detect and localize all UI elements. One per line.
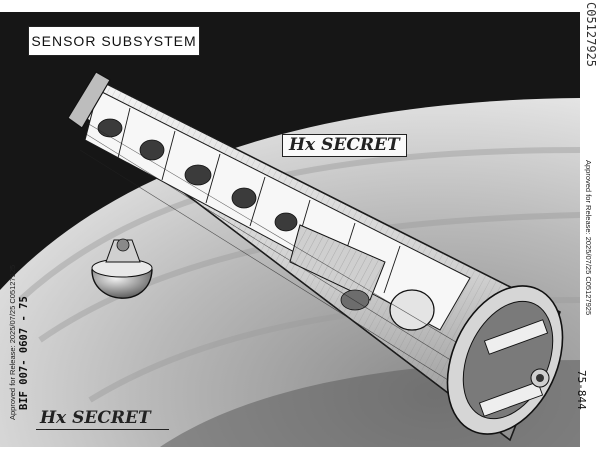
release-notice-left: Approved for Release: 2025/07/25 C051279… xyxy=(8,264,17,420)
document-id: C05127925 xyxy=(584,2,598,68)
classification-stamp-top: Hx SECRET xyxy=(282,134,407,157)
page-number: 75-844 xyxy=(575,370,588,410)
spacecraft-body xyxy=(73,76,562,442)
recovery-capsule xyxy=(91,238,153,299)
classification-stamp-bottom: Hx SECRET xyxy=(36,408,169,430)
release-notice-right: Approved for Release: 2025/07/25 C051279… xyxy=(584,160,593,316)
spacecraft-nose xyxy=(67,71,111,129)
control-number: BIF 007- 0607 - 75 xyxy=(18,296,30,410)
spacecraft-aft-end xyxy=(446,285,564,435)
page-title: SENSOR SUBSYSTEM xyxy=(28,26,200,56)
